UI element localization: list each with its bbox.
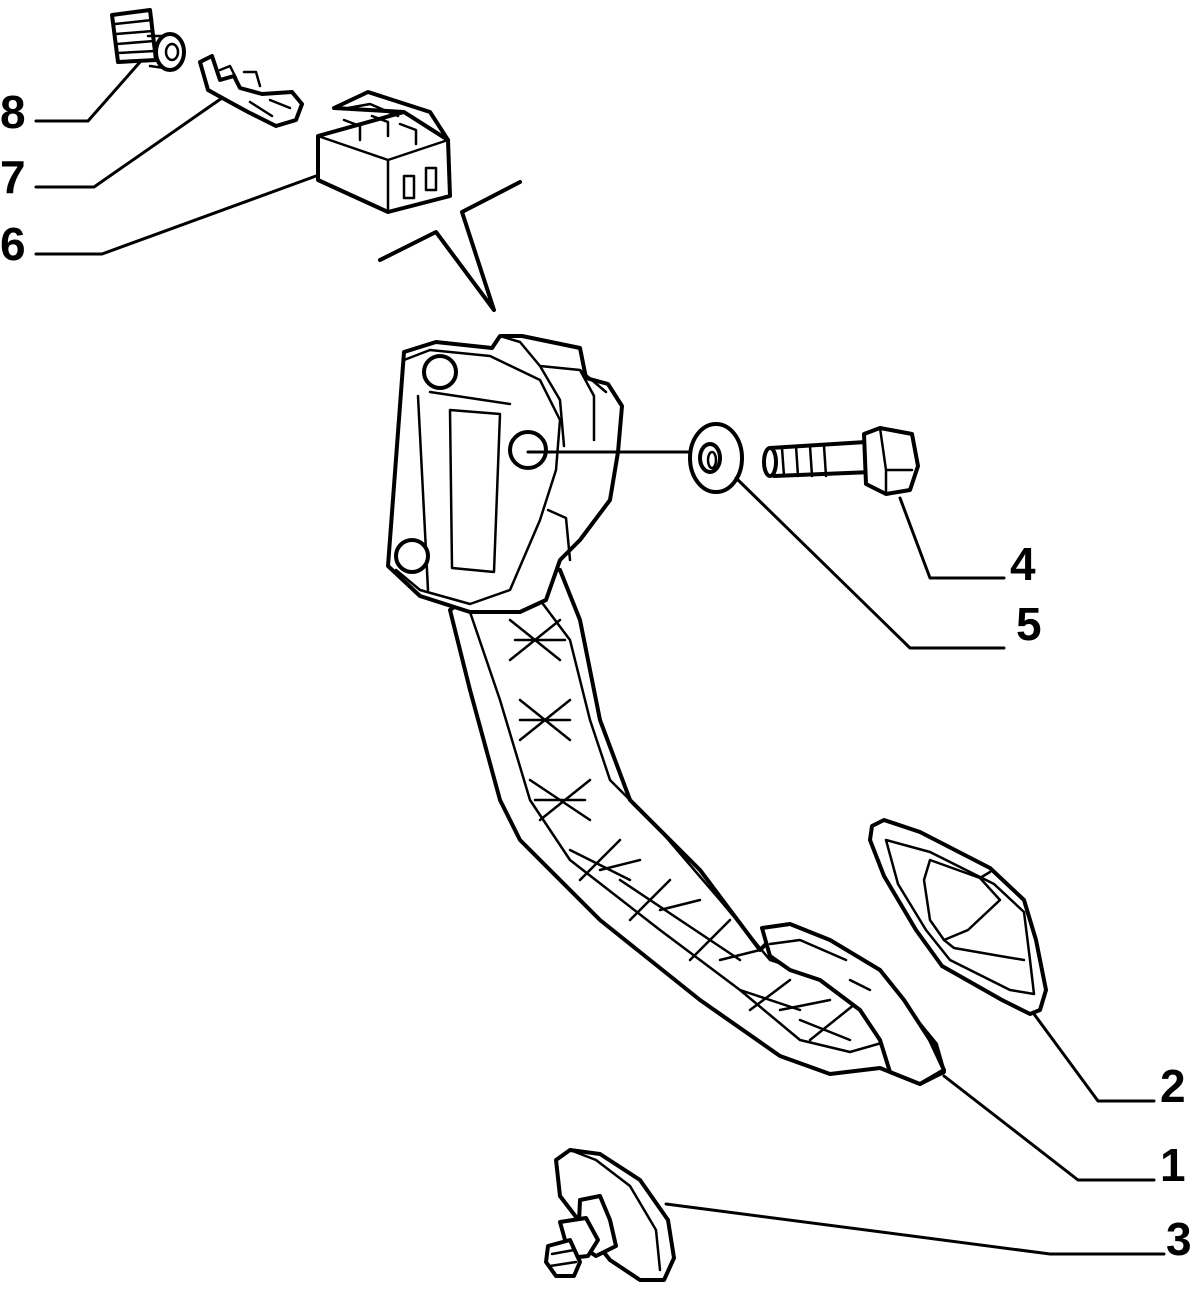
callout-3: 3 [1166,1213,1192,1265]
connector-housing-icon [316,90,452,214]
leader-2 [1032,1012,1156,1103]
bolt-icon [762,426,920,496]
leader-4 [898,496,1006,580]
leader-1 [942,1074,1156,1182]
leader-6 [34,174,318,256]
washer-icon [688,422,744,494]
pedal-pad-icon [868,818,1048,1016]
terminal-icon [198,54,304,128]
leader-7 [34,96,224,189]
leader-8 [34,60,142,123]
break-mark-icon [378,180,522,312]
stop-switch-icon [544,1148,676,1282]
leader-3 [664,1202,1166,1256]
leader-5 [734,476,1006,650]
callout-5: 5 [1016,598,1042,650]
leader-lines [34,60,1166,1256]
callout-4: 4 [1010,538,1036,590]
callout-2: 2 [1160,1060,1186,1112]
pedal-arm-icon [386,334,946,1086]
callout-8: 8 [0,86,26,138]
callout-6: 6 [0,218,26,270]
callout-1: 1 [1160,1139,1186,1191]
seal-icon [110,8,186,72]
callout-7: 7 [0,151,26,203]
